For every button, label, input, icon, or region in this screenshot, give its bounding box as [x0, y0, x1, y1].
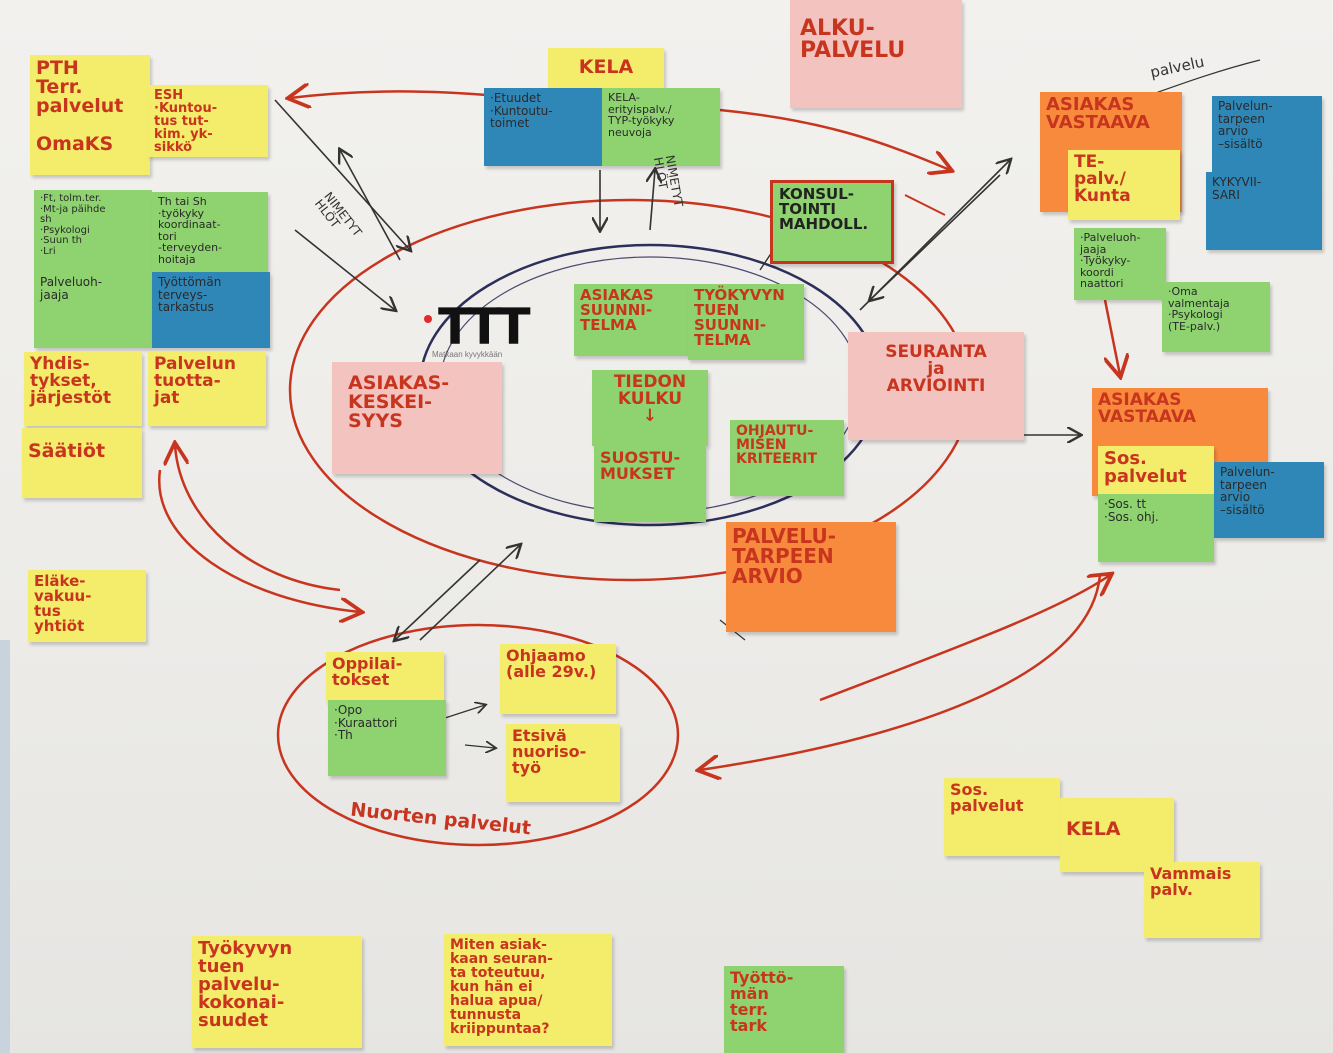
- note-asiakassuunnitelma: ASIAKAS SUUNNI- TELMA: [574, 284, 690, 356]
- note-palvelun-tarpeen-arvio-top: Palvelun- tarpeen arvio –sisältö: [1212, 96, 1322, 172]
- note-palvelun-tuottajat: Palvelun tuotta- jat: [148, 352, 266, 426]
- note-opo-list: ·Opo ·Kuraattori ·Th: [328, 700, 446, 776]
- note-tyottoman-terveystarkastus: Työttömän terveys- tarkastus: [152, 272, 270, 348]
- note-etsiva-nuorisotyo: Etsivä nuoriso- työ: [506, 724, 620, 802]
- note-yhdistykset: Yhdis- tykset, järjestöt: [24, 352, 142, 426]
- note-palvelutarpeen-arvio: PALVELU- TARPEEN ARVIO: [726, 522, 896, 632]
- note-ft-list: ·Ft, tolm.ter. ·Mt-ja päihde sh ·Psykolo…: [34, 190, 152, 272]
- note-pth-terr-palvelut: PTH Terr. palvelut OmaKS: [30, 55, 150, 175]
- note-alkupalvelu: ALKU- PALVELU: [790, 0, 962, 108]
- note-oma-valmentaja: ·Oma valmentaja ·Psykologi (TE-palv.): [1162, 282, 1270, 352]
- note-miten-asiakkaan-seuranta: Miten asiak- kaan seuran- ta toteutuu, k…: [444, 934, 612, 1046]
- note-suostumukset: SUOSTU- MUKSET: [594, 446, 706, 522]
- note-sos-list: ·Sos. tt ·Sos. ohj.: [1098, 494, 1214, 562]
- note-th-tai-sh: Th tai Sh ·työkyky koordinaat- tori -ter…: [152, 192, 268, 272]
- note-tiedon-kulku: TIEDON KULKU ↓: [592, 370, 708, 446]
- note-te-palvelut-kunta: TE- palv./ Kunta: [1068, 150, 1180, 220]
- note-elakevakuutus: Eläke- vakuu- tus yhtiöt: [28, 570, 146, 642]
- note-saatiot: Säätiöt: [22, 428, 142, 498]
- note-tyottomien-terveystarkastus: Työttö- män terr. tark: [724, 966, 844, 1053]
- note-palveluohjaaja-right: ·Palveluoh- jaaja ·Työkyky- koordi naatt…: [1074, 228, 1166, 300]
- ttt-logo: TTT Matkaan kyvykkään: [418, 298, 568, 364]
- note-vammaispalvelut: Vammais palv.: [1144, 862, 1260, 938]
- youth-circle: [276, 623, 680, 847]
- note-ohjaamo: Ohjaamo (alle 29v.): [500, 644, 616, 714]
- note-tyokyvyn-tuen-suunnitelma: TYÖKYVYN TUEN SUUNNI- TELMA: [688, 284, 804, 360]
- note-kela-top: KELA: [548, 48, 664, 88]
- note-sos-palvelut-bottom: Sos. palvelut: [944, 778, 1060, 856]
- logo-subtitle: Matkaan kyvykkään: [432, 350, 503, 359]
- note-tyokyvyn-tuen-palvelukokonaisuudet: Työkyvyn tuen palvelu- kokonai- suudet: [192, 936, 362, 1048]
- note-kela-erityispalvelut: KELA- erityispalv./ TYP-työkyky neuvoja: [602, 88, 720, 166]
- note-palveluohjaaja-left: Palveluoh- jaaja: [34, 272, 152, 348]
- note-etuudet: ·Etuudet ·Kuntoutu- toimet: [484, 88, 602, 166]
- note-konsultointi: KONSUL- TOINTI MAHDOLL.: [770, 180, 894, 264]
- note-asiakaskeskeisyys: ASIAKAS- KESKEI- SYYS: [332, 362, 502, 474]
- note-oppilaitokset: Oppilai- tokset: [326, 652, 444, 702]
- note-esh-kuntoutus: ESH ·Kuntou- tus tut- kim. yk- sikkö: [148, 85, 268, 157]
- note-palvelun-tarpeen-arvio-bottom: Palvelun- tarpeen arvio –sisältö: [1214, 462, 1324, 538]
- logo-dot: [424, 315, 432, 323]
- note-kela-bottom: KELA: [1060, 798, 1174, 872]
- note-seuranta-ja-arviointi: SEURANTA ja ARVIOINTI: [848, 332, 1024, 440]
- note-kykyviisari: KYKYVII- SARI: [1206, 172, 1322, 250]
- board-edge: [0, 640, 10, 1053]
- logo-text: TTT: [438, 298, 531, 356]
- note-ohjautumisen-kriteerit: OHJAUTU- MISEN KRITEERIT: [730, 420, 844, 496]
- note-sos-palvelut: Sos. palvelut: [1098, 446, 1214, 496]
